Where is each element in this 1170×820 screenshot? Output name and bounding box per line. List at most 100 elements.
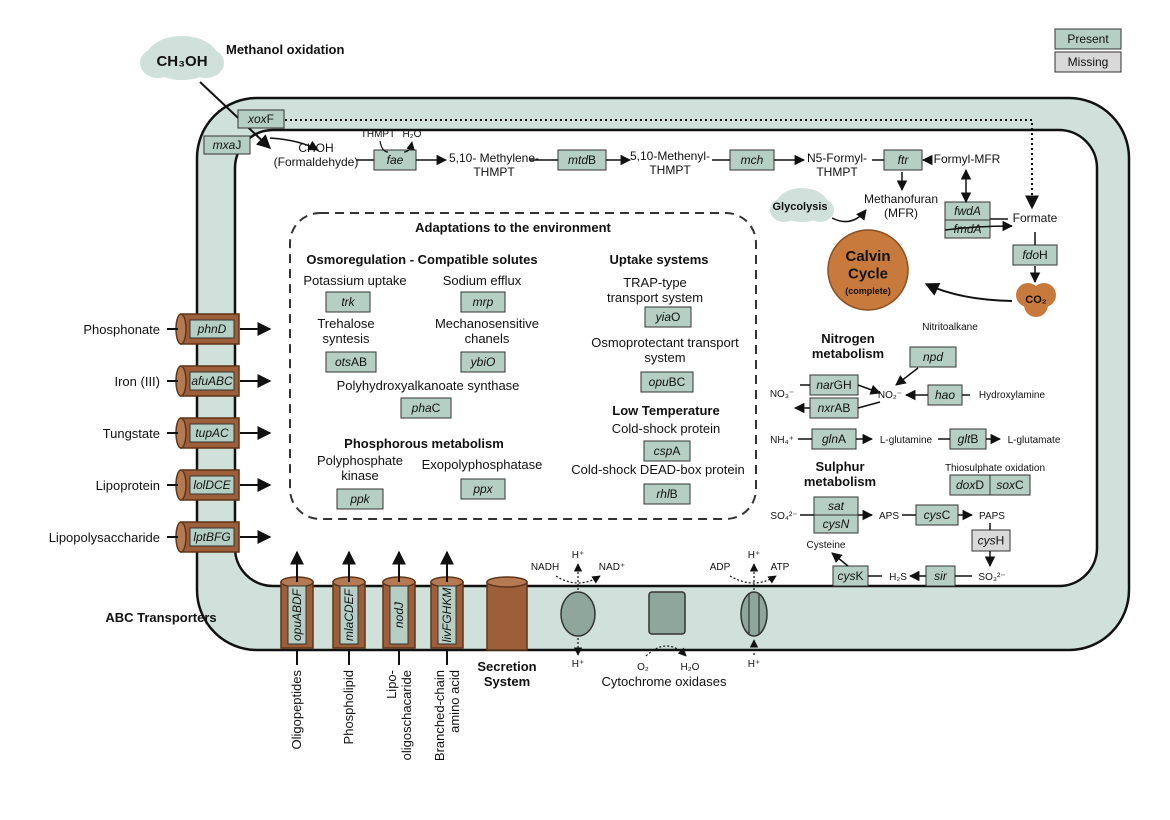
- substrate-left-0: Phosphonate: [83, 322, 160, 337]
- gene-box-cysN[interactable]: cysN: [813, 514, 859, 534]
- cytochrome-label: Cytochrome oxidases: [602, 674, 727, 689]
- gene-box-yiaO[interactable]: yiaO: [644, 306, 692, 328]
- transporter-gene-bg-phnD: [189, 319, 235, 339]
- atp-label: ATP: [771, 562, 790, 573]
- gene-box-rhlB[interactable]: rhlB: [643, 483, 691, 505]
- gene-box-doxD[interactable]: doxD: [949, 474, 991, 496]
- legend-present-swatch: [1054, 28, 1122, 50]
- gene-label-yiaO: yiaO: [655, 310, 681, 324]
- gene-box-cspA[interactable]: cspA: [643, 440, 691, 462]
- gene-label-fae: fae: [387, 153, 404, 167]
- gene-box-fdoH[interactable]: fdoH: [1012, 244, 1058, 266]
- methanol-oxidation-title: Methanol oxidation: [226, 42, 345, 57]
- hplus-bottom-2: H⁺: [748, 659, 761, 670]
- gene-box-cysH[interactable]: cysH: [971, 529, 1011, 552]
- gene-label-ftr: ftr: [898, 153, 910, 167]
- adaptations-box: [289, 212, 757, 520]
- gene-box-bg-ybiO: [460, 351, 506, 373]
- gene-box-fmdA[interactable]: fmdA: [944, 219, 991, 239]
- gene-label-tupAC: tupAC: [195, 426, 229, 440]
- gene-box-glnA[interactable]: glnA: [811, 428, 857, 450]
- gene-box-bg-soxC: [989, 474, 1031, 496]
- transporter-gene-bg-livFGHKM: [437, 585, 457, 645]
- gene-box-bg-yiaO: [644, 306, 692, 328]
- transporter-tupAC[interactable]: tupAC Tungstate: [103, 417, 272, 449]
- gene-box-bg-fmdA: [944, 219, 991, 239]
- substrate-left-2: Tungstate: [103, 426, 160, 441]
- gene-box-phaC[interactable]: phaC: [400, 397, 452, 419]
- cytochrome-oxidase: [648, 591, 686, 635]
- legend-missing-swatch: [1054, 51, 1122, 73]
- gene-box-hao[interactable]: hao: [927, 384, 963, 406]
- gene-label-mrp: mrp: [473, 295, 494, 309]
- transporter-gene-bg-tupAC: [189, 423, 235, 443]
- nitritoalkane-label: Nitritoalkane: [922, 322, 978, 333]
- gene-box-ppx[interactable]: ppx: [460, 478, 506, 500]
- hydroxylamine-label: Hydroxylamine: [979, 390, 1046, 401]
- gene-box-narGH[interactable]: narGH: [809, 374, 859, 396]
- so3-label: SO₃²⁻: [978, 572, 1005, 583]
- gene-box-bg-phaC: [400, 397, 452, 419]
- gene-label-cysK: cysK: [837, 569, 863, 583]
- gene-box-xoxF[interactable]: xoxF: [237, 109, 285, 129]
- gene-box-bg-ppx: [460, 478, 506, 500]
- nadh-complex: [560, 591, 596, 637]
- gene-box-cysK[interactable]: cysK: [832, 565, 869, 587]
- gene-box-fwdA[interactable]: fwdA: [944, 201, 991, 221]
- gene-label-cysC: cysC: [924, 508, 951, 522]
- gene-label-nodJ: nodJ: [392, 601, 406, 628]
- gene-box-mxaJ[interactable]: mxaJ: [203, 135, 251, 155]
- gene-box-otsAB[interactable]: otsAB: [325, 351, 377, 373]
- gene-box-bg-trk: [325, 291, 371, 313]
- methenyl-thmpt-label: 5,10-Methenyl-THMPT: [630, 149, 710, 177]
- gene-box-ftr[interactable]: ftr: [883, 149, 923, 171]
- adp-label: ADP: [710, 562, 731, 573]
- gene-box-npd[interactable]: npd: [909, 346, 957, 368]
- gene-box-sat[interactable]: sat: [813, 496, 859, 516]
- gene-box-sir[interactable]: sir: [925, 565, 956, 587]
- gene-box-fae[interactable]: fae: [373, 149, 417, 171]
- gene-box-gltB[interactable]: gltB: [949, 428, 987, 450]
- gene-label-gltB: gltB: [958, 432, 979, 446]
- substrate-bottom-0: Oligopeptides: [289, 670, 304, 750]
- gene-box-mch[interactable]: mch: [729, 149, 775, 171]
- gene-box-trk[interactable]: trk: [325, 291, 371, 313]
- gene-label-mch: mch: [741, 153, 764, 167]
- substrate-left-1: Iron (III): [114, 374, 160, 389]
- gene-box-ybiO[interactable]: ybiO: [460, 351, 506, 373]
- gene-label-fmdA: fmdA: [953, 222, 981, 236]
- hplus-top-1: H⁺: [572, 550, 585, 561]
- gene-label-sat: sat: [828, 499, 845, 513]
- aps-label: APS: [879, 511, 899, 522]
- transporter-gene-bg-nodJ: [389, 585, 409, 645]
- gene-label-opuABDF: opuABDF: [290, 588, 304, 641]
- gene-box-cysC[interactable]: cysC: [915, 504, 959, 526]
- transporter-opuABDF[interactable]: opuABDF Oligopeptides: [280, 550, 314, 750]
- secretion-system: [486, 581, 528, 651]
- gene-box-nxrAB[interactable]: nxrAB: [809, 397, 859, 419]
- gene-label-mtdB: mtdB: [568, 153, 596, 167]
- sodium-label: Sodium efflux: [443, 273, 522, 288]
- gene-box-mrp[interactable]: mrp: [460, 291, 506, 313]
- gene-box-bg-rhlB: [643, 483, 691, 505]
- gene-box-mtdB[interactable]: mtdB: [557, 149, 607, 171]
- transporter-gene-bg-mlaCDEF: [339, 585, 359, 645]
- gene-label-opuBC: opuBC: [649, 375, 686, 389]
- atp-synthase: [740, 591, 768, 637]
- gene-label-hao: hao: [935, 388, 955, 402]
- gene-box-soxC[interactable]: soxC: [989, 474, 1031, 496]
- gene-box-opuBC[interactable]: opuBC: [640, 371, 694, 393]
- gene-box-ppk[interactable]: ppk: [336, 488, 384, 510]
- gene-box-bg-cspA: [643, 440, 691, 462]
